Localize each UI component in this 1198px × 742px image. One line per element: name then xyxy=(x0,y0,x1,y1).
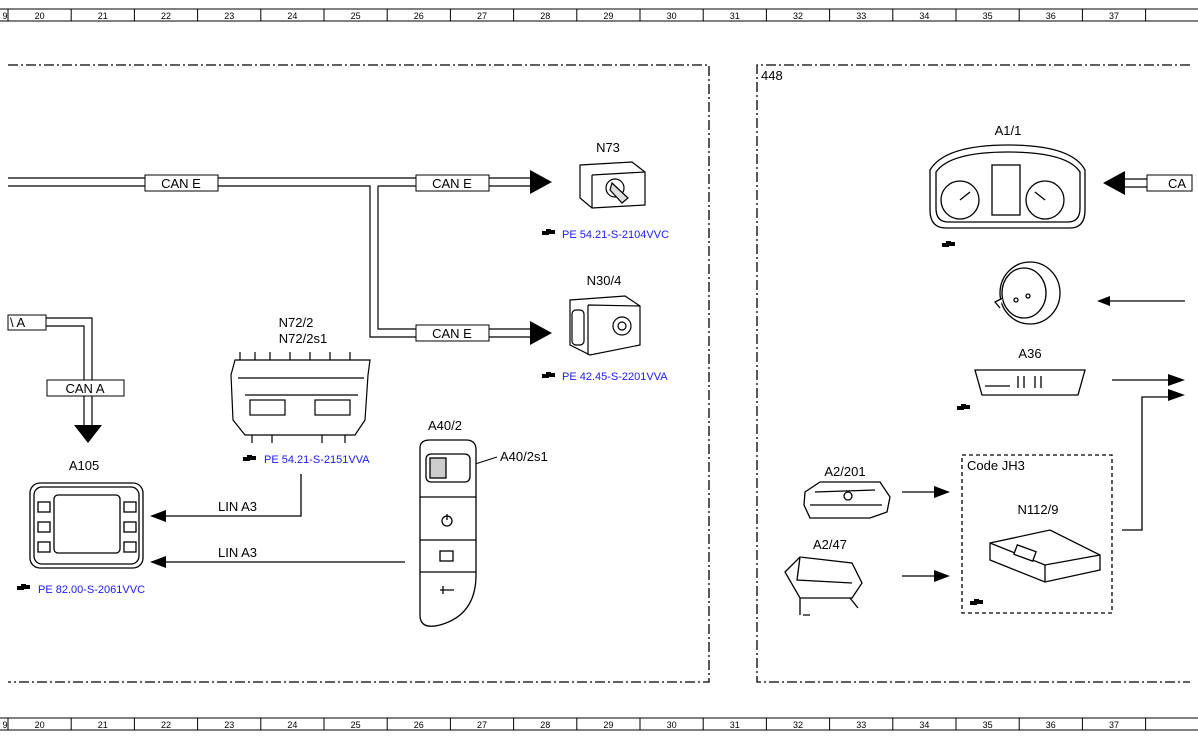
n112-9-module-icon xyxy=(989,529,1101,583)
a1-1-label: A1/1 xyxy=(995,123,1022,138)
top-ruler-label: 28 xyxy=(540,11,550,21)
n72-2-label: N72/2 xyxy=(279,315,314,330)
a105-ref-link[interactable]: PE 82.00-S-2061VVC xyxy=(38,584,145,596)
bottom-ruler-label: 25 xyxy=(351,720,361,730)
bottom-ruler-label: 30 xyxy=(667,720,677,730)
can-a-bus xyxy=(8,317,93,425)
n73-label: N73 xyxy=(596,140,620,155)
round-component-icon xyxy=(993,261,1061,325)
bottom-ruler-label: 29 xyxy=(603,720,613,730)
top-ruler-label: 32 xyxy=(793,11,803,21)
n30-4-module-icon xyxy=(569,295,641,356)
a40-2s1-label: A40/2s1 xyxy=(500,449,548,464)
top-ruler-label: 37 xyxy=(1109,11,1119,21)
code-jh3-label: Code JH3 xyxy=(967,458,1025,473)
a2-47-label: A2/47 xyxy=(813,537,847,552)
bottom-ruler-label: 31 xyxy=(730,720,740,730)
top-ruler-label: 20 xyxy=(35,11,45,21)
can-e-label-1: CAN E xyxy=(161,176,201,191)
top-ruler-label: 21 xyxy=(98,11,108,21)
bottom-ruler-label: 21 xyxy=(98,720,108,730)
top-ruler-label: 34 xyxy=(919,11,929,21)
frame-number: 448 xyxy=(761,68,783,83)
top-ruler-label: 22 xyxy=(161,11,171,21)
top-ruler-label: 30 xyxy=(667,11,677,21)
a105-overhead-panel-icon xyxy=(29,482,144,569)
top-ruler: 9 20 21 22 23 24 25 26 27 28 29 30 31 32 33 34 35 36 37 xyxy=(0,8,1198,22)
can-e-label-2: CAN E xyxy=(432,176,472,191)
top-ruler-label: 26 xyxy=(414,11,424,21)
bottom-ruler-label: 24 xyxy=(287,720,297,730)
left-frame xyxy=(8,64,710,683)
n30-4-ref-link[interactable]: PE 42.45-S-2201VVA xyxy=(562,371,668,383)
lin-label-2: LIN A3 xyxy=(218,545,257,560)
bottom-ruler-label: 34 xyxy=(919,720,929,730)
bottom-ruler-label: 35 xyxy=(983,720,993,730)
bottom-ruler-label: 22 xyxy=(161,720,171,730)
can-e-label-3: CAN E xyxy=(432,326,472,341)
top-ruler-label: 31 xyxy=(730,11,740,21)
lin-label-1: LIN A3 xyxy=(218,499,257,514)
n72-2-switch-panel-icon xyxy=(230,352,371,443)
arrow-to-n30-4 xyxy=(530,321,552,345)
n72-2s1-label: N72/2s1 xyxy=(279,331,327,346)
n73-ignition-lock-icon xyxy=(579,161,646,209)
bottom-ruler-label: 9 xyxy=(2,720,7,730)
top-ruler-label: 35 xyxy=(983,11,993,21)
can-e-bus xyxy=(8,177,530,338)
top-ruler-label: 33 xyxy=(856,11,866,21)
top-ruler-label: 24 xyxy=(287,11,297,21)
lin-a3-lines xyxy=(165,474,405,563)
n112-9-label: N112/9 xyxy=(1018,502,1059,517)
bottom-ruler-label: 20 xyxy=(35,720,45,730)
a105-label: A105 xyxy=(69,458,99,473)
a36-label: A36 xyxy=(1018,346,1041,361)
top-ruler-label: 36 xyxy=(1046,11,1056,21)
top-ruler-label: 29 xyxy=(603,11,613,21)
arrow-to-n73 xyxy=(530,170,552,194)
a40-2-control-panel-icon xyxy=(419,439,477,627)
can-a-label: CAN A xyxy=(65,381,104,396)
bottom-ruler-label: 33 xyxy=(856,720,866,730)
bottom-ruler-label: 23 xyxy=(224,720,234,730)
can-a-label-right: CA xyxy=(1168,176,1186,191)
bottom-ruler-label: 26 xyxy=(414,720,424,730)
bottom-ruler-label: 36 xyxy=(1046,720,1056,730)
a40-2-label: A40/2 xyxy=(428,418,462,433)
top-ruler-label: 23 xyxy=(224,11,234,21)
a1-1-instrument-cluster-icon xyxy=(929,144,1086,229)
a2-201-label: A2/201 xyxy=(824,464,865,479)
bottom-ruler-label: 37 xyxy=(1109,720,1119,730)
n30-4-label: N30/4 xyxy=(587,273,622,288)
n73-ref-link[interactable]: PE 54.21-S-2104VVC xyxy=(562,229,669,241)
top-ruler-label: 9 xyxy=(2,11,7,21)
arrow-to-a105 xyxy=(74,425,102,443)
right-frame xyxy=(756,64,1190,683)
a36-module-icon xyxy=(974,369,1086,396)
top-ruler-label: 27 xyxy=(477,11,487,21)
a2-201-module-icon xyxy=(803,481,891,519)
a2-47-antenna-module-icon xyxy=(784,556,863,616)
can-a-label-left: \ A xyxy=(10,315,26,330)
n72-ref-link[interactable]: PE 54.21-S-2151VVA xyxy=(264,454,370,466)
bottom-ruler-label: 32 xyxy=(793,720,803,730)
bottom-ruler-label: 27 xyxy=(477,720,487,730)
bottom-ruler-label: 28 xyxy=(540,720,550,730)
bottom-ruler: 9 20 21 22 23 24 25 26 27 28 29 30 31 32 33 34 35 36 37 xyxy=(0,717,1198,731)
top-ruler-label: 25 xyxy=(351,11,361,21)
